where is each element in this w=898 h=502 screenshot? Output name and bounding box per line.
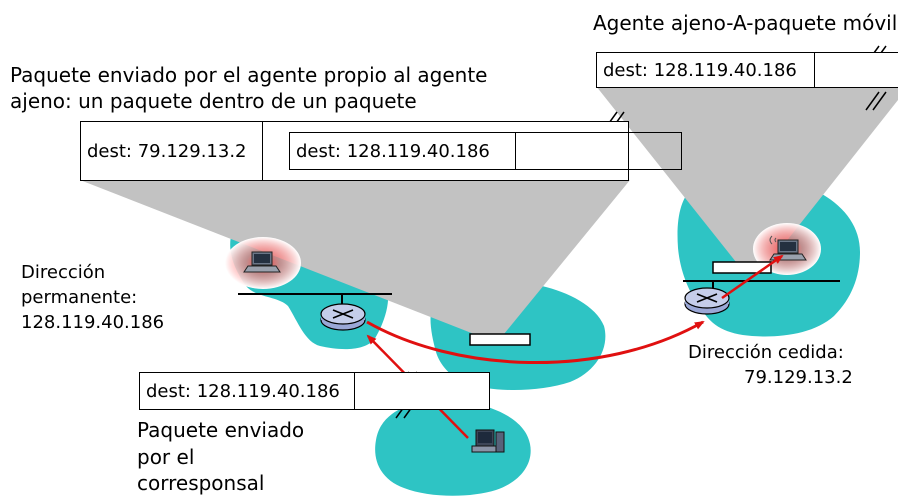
foreign-funnel [596, 86, 898, 262]
foreign-dest-field: dest: 128.119.40.186 [597, 53, 815, 87]
care-of-address-line1: Dirección cedida: [688, 342, 844, 363]
desktop-computer-icon [471, 429, 505, 453]
home-router-icon [320, 303, 366, 331]
correspondent-caption-line2: por el [137, 445, 195, 469]
inner-packet: dest: 128.119.40.186 [289, 132, 682, 170]
care-of-address-line2: 79.129.13.2 [744, 367, 853, 388]
encap-caption-line1: Paquete enviado por el agente propio al … [10, 63, 488, 87]
laptop-icon [243, 251, 281, 273]
corr-dest-field: dest: 128.119.40.186 [140, 373, 355, 409]
outer-dest-field: dest: 79.129.13.2 [81, 122, 263, 180]
foreign-dest-text: dest: 128.119.40.186 [603, 59, 797, 81]
center-packet [469, 333, 531, 346]
home-address-line2: permanente: [21, 287, 138, 308]
encapsulated-packet: dest: 79.129.13.2 dest: 128.119.40.186 [80, 121, 682, 181]
tunnel-arrow [366, 320, 705, 364]
encap-caption-line2: ajeno: un paquete dentro de un paquete [10, 89, 417, 113]
inner-dest-text: dest: 128.119.40.186 [296, 140, 490, 162]
outer-dest-text: dest: 79.129.13.2 [87, 140, 247, 162]
foreign-agent-title: Agente ajeno-A-paquete móvil [593, 11, 898, 35]
home-address-line1: Dirección [21, 262, 106, 283]
foreign-packet [712, 261, 772, 274]
inner-dest-field: dest: 128.119.40.186 [290, 133, 516, 169]
correspondent-packet: dest: 128.119.40.186 [139, 372, 490, 410]
home-address-line3: 128.119.40.186 [21, 312, 165, 333]
encap-funnel [80, 180, 630, 334]
foreign-router-icon [684, 287, 730, 315]
correspondent-caption-line1: Paquete enviado [137, 418, 305, 442]
foreign-to-mobile-packet: dest: 128.119.40.186 [596, 52, 898, 88]
correspondent-network [375, 399, 531, 496]
corr-dest-text: dest: 128.119.40.186 [146, 380, 340, 402]
correspondent-caption-line3: corresponsal [137, 471, 265, 495]
foreign-delivery-arrow [721, 254, 784, 300]
